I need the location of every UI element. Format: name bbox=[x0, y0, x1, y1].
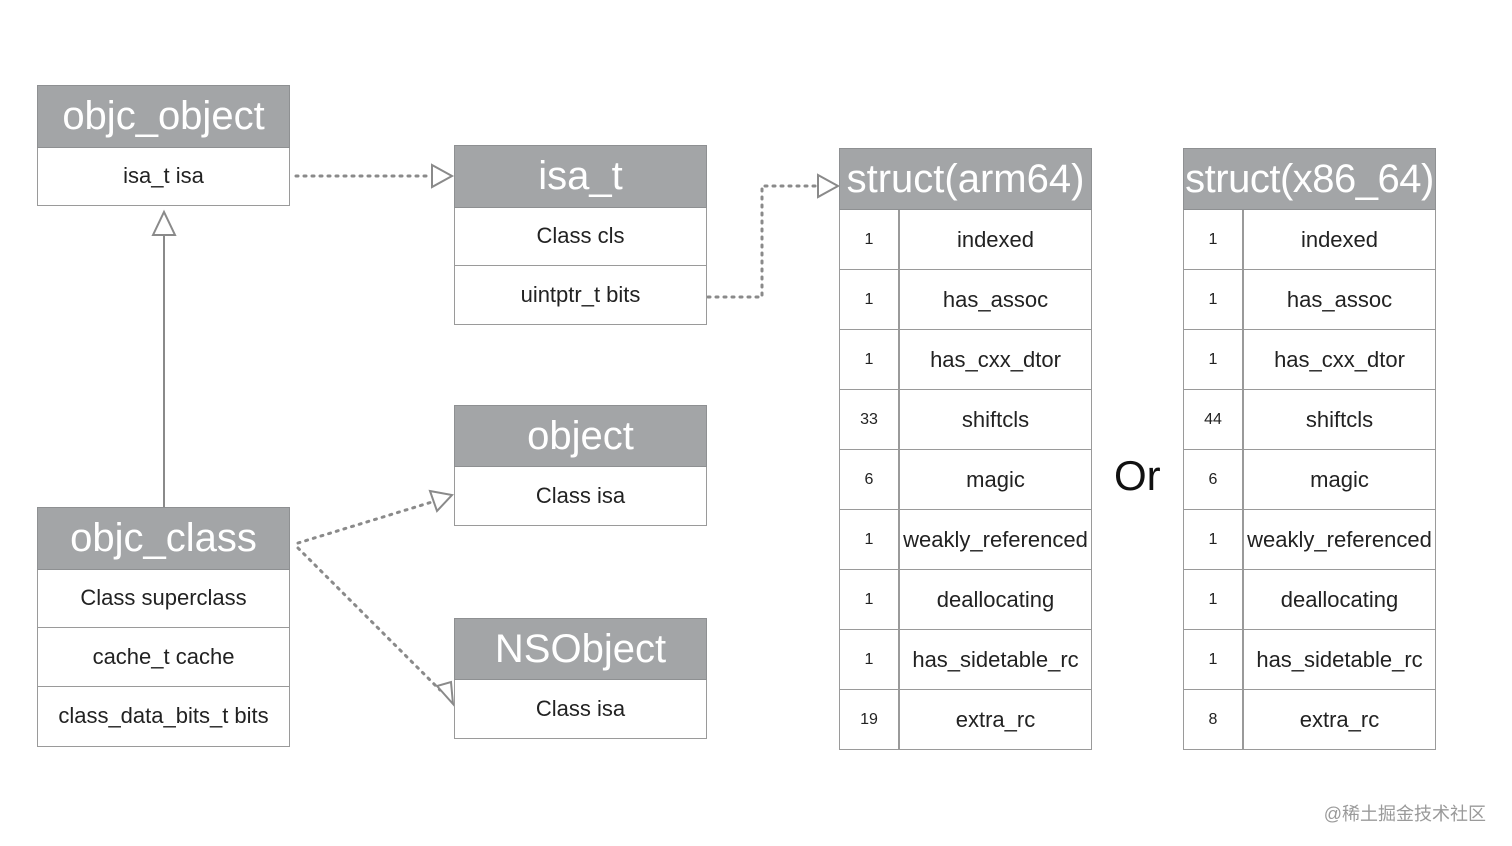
objc-class-box: objc_class Class superclass cache_t cach… bbox=[37, 507, 290, 747]
bitfield-width: 1 bbox=[840, 270, 900, 329]
arrowhead-objc-object bbox=[151, 209, 177, 236]
bitfield-width: 1 bbox=[840, 630, 900, 689]
bitfield-row: 1 has_sidetable_rc bbox=[1183, 630, 1436, 690]
bitfield-name: extra_rc bbox=[955, 706, 1036, 732]
bitfield-name: deallocating bbox=[1280, 586, 1399, 612]
bitfield-width: 1 bbox=[1184, 570, 1244, 629]
bitfield-row: 1 indexed bbox=[839, 210, 1092, 270]
bitfield-name: shiftcls bbox=[1305, 406, 1374, 432]
bitfield-row: 1 deallocating bbox=[1183, 570, 1436, 630]
bitfield-width: 1 bbox=[1184, 510, 1244, 569]
bitfield-row: 8 extra_rc bbox=[1183, 690, 1436, 750]
bitfield-name: indexed bbox=[1300, 226, 1379, 252]
bitfield-name: has_cxx_dtor bbox=[930, 346, 1061, 372]
arrowhead-object bbox=[428, 489, 454, 513]
bitfield-width: 1 bbox=[1184, 630, 1244, 689]
bitfield-width: 1 bbox=[840, 330, 900, 389]
bitfield-row: 1 has_assoc bbox=[1183, 270, 1436, 330]
objc-class-title: objc_class bbox=[37, 507, 290, 570]
bitfield-row: 6 magic bbox=[839, 450, 1092, 510]
bitfield-width: 1 bbox=[1184, 330, 1244, 389]
struct-arm64-table: struct(arm64) 1 indexed 1 has_assoc 1 has_cxx… bbox=[839, 148, 1092, 750]
bitfield-row: 1 has_cxx_dtor bbox=[1183, 330, 1436, 390]
bitfield-width: 1 bbox=[840, 210, 900, 269]
object-box: object Class isa bbox=[454, 405, 707, 526]
bitfield-width: 1 bbox=[1184, 210, 1244, 269]
bitfield-row: 1 has_assoc bbox=[839, 270, 1092, 330]
struct-x86-64-table: struct(x86_64) 1 indexed 1 has_assoc 1 has_cx… bbox=[1183, 148, 1436, 750]
nsobject-row: Class isa bbox=[454, 680, 707, 739]
dotted-arrow-objc-class-to-object bbox=[296, 500, 434, 545]
arrowhead-struct-arm64 bbox=[817, 173, 841, 199]
dotted-arrow-objc-class-to-nsobject bbox=[296, 546, 442, 692]
bitfield-name: magic bbox=[1310, 466, 1369, 492]
objc-class-row: cache_t cache bbox=[37, 628, 290, 687]
arrowhead-isa-t bbox=[431, 163, 455, 189]
bitfield-row: 1 has_sidetable_rc bbox=[839, 630, 1092, 690]
bitfield-width: 1 bbox=[840, 510, 900, 569]
bitfield-name: has_assoc bbox=[942, 286, 1049, 312]
bitfield-name: weakly_referenced bbox=[1247, 526, 1432, 552]
bitfield-width: 33 bbox=[840, 390, 900, 449]
bitfield-name: weakly_referenced bbox=[903, 526, 1088, 552]
object-title: object bbox=[454, 405, 707, 467]
bitfield-name: extra_rc bbox=[1299, 706, 1380, 732]
isa-t-box: isa_t Class cls uintptr_t bits bbox=[454, 145, 707, 325]
bitfield-name: shiftcls bbox=[961, 406, 1030, 432]
bitfield-name: has_sidetable_rc bbox=[1256, 646, 1423, 672]
or-label: Or bbox=[1114, 452, 1161, 499]
bitfield-row: 1 has_cxx_dtor bbox=[839, 330, 1092, 390]
bitfield-name: has_sidetable_rc bbox=[912, 646, 1079, 672]
bitfield-width: 6 bbox=[840, 450, 900, 509]
bitfield-width: 19 bbox=[840, 690, 900, 749]
nsobject-box: NSObject Class isa bbox=[454, 618, 707, 739]
bitfield-name: deallocating bbox=[936, 586, 1055, 612]
struct-x86-64-rows: 1 indexed 1 has_assoc 1 has_cxx_dtor 44 shiftcl… bbox=[1183, 210, 1436, 750]
objc-class-row: class_data_bits_t bits bbox=[37, 687, 290, 747]
struct-x86-64-title: struct(x86_64) bbox=[1183, 148, 1436, 210]
struct-arm64-rows: 1 indexed 1 has_assoc 1 has_cxx_dtor 33 shiftcl… bbox=[839, 210, 1092, 750]
bitfield-row: 1 indexed bbox=[1183, 210, 1436, 270]
objc-object-row: isa_t isa bbox=[37, 148, 290, 206]
bitfield-row: 1 deallocating bbox=[839, 570, 1092, 630]
isa-t-row: Class cls bbox=[454, 208, 707, 266]
bitfield-name: has_assoc bbox=[1286, 286, 1393, 312]
bitfield-width: 44 bbox=[1184, 390, 1244, 449]
bitfield-row: 19 extra_rc bbox=[839, 690, 1092, 750]
objc-object-box: objc_object isa_t isa bbox=[37, 85, 290, 206]
bitfield-width: 8 bbox=[1184, 690, 1244, 749]
arrowhead-nsobject bbox=[435, 680, 455, 707]
bitfield-width: 1 bbox=[1184, 270, 1244, 329]
bitfield-name: indexed bbox=[956, 226, 1035, 252]
isa-t-row: uintptr_t bits bbox=[454, 266, 707, 325]
objc-class-row: Class superclass bbox=[37, 570, 290, 628]
objc-object-title: objc_object bbox=[37, 85, 290, 148]
bitfield-row: 6 magic bbox=[1183, 450, 1436, 510]
bitfield-name: magic bbox=[966, 466, 1025, 492]
object-row: Class isa bbox=[454, 467, 707, 526]
bitfield-width: 6 bbox=[1184, 450, 1244, 509]
struct-arm64-title: struct(arm64) bbox=[839, 148, 1092, 210]
watermark: @稀土掘金技术社区 bbox=[1323, 804, 1486, 824]
bitfield-row: 44 shiftcls bbox=[1183, 390, 1436, 450]
bitfield-width: 1 bbox=[840, 570, 900, 629]
bitfield-row: 33 shiftcls bbox=[839, 390, 1092, 450]
dotted-arrow-bits-to-struct bbox=[706, 184, 820, 299]
bitfield-name: has_cxx_dtor bbox=[1274, 346, 1405, 372]
isa-t-title: isa_t bbox=[454, 145, 707, 208]
nsobject-title: NSObject bbox=[454, 618, 707, 680]
